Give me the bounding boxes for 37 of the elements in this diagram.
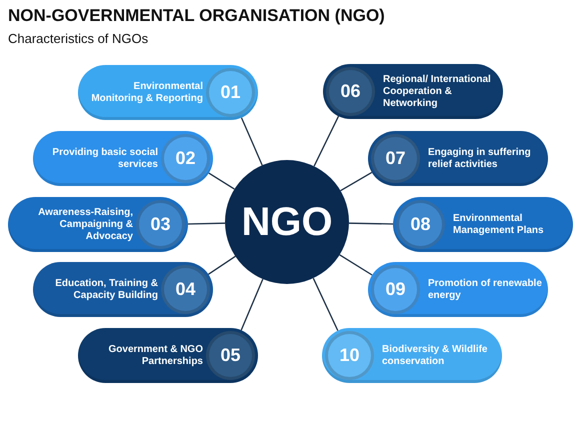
center-label: NGO xyxy=(241,200,333,244)
feature-text: Biodiversity & Wildlife conservation xyxy=(382,342,488,368)
number-badge: 01 xyxy=(206,68,255,117)
feature-text: Environmental Management Plans xyxy=(453,212,545,238)
connector-line xyxy=(340,172,372,192)
feature-text: Education, Training & Capacity Building xyxy=(54,276,158,302)
number-badge: 04 xyxy=(161,265,210,314)
number-badge: 09 xyxy=(371,265,420,314)
feature-pill xyxy=(33,262,213,317)
number-badge: 08 xyxy=(396,200,445,249)
subtitle: Characteristics of NGOs xyxy=(8,31,148,46)
number-badge: 07 xyxy=(371,134,420,183)
feature-pill xyxy=(33,131,213,186)
feature-text: Government & NGO Partnerships xyxy=(108,342,203,368)
feature-text: Environmental Monitoring & Reporting xyxy=(90,80,203,106)
connector-line xyxy=(240,278,264,330)
number-badge: 06 xyxy=(326,67,375,116)
number-badge: 03 xyxy=(136,200,185,249)
feature-pill xyxy=(368,262,548,317)
number-badge: 05 xyxy=(206,331,255,380)
connector-line xyxy=(208,172,235,190)
connector-line xyxy=(339,254,372,276)
title: NON-GOVERNMENTAL ORGANISATION (NGO) xyxy=(8,6,385,26)
number-badge: 10 xyxy=(325,331,374,380)
connector-line xyxy=(188,222,226,225)
connector-line xyxy=(240,117,263,166)
feature-text: Promotion of renewable energy xyxy=(428,276,542,302)
feature-text: Awareness-Raising, Campaigning & Advocacy xyxy=(37,206,133,244)
connector-line xyxy=(208,256,236,275)
feature-pill xyxy=(368,131,548,186)
feature-text: Providing basic social services xyxy=(51,146,158,172)
number-badge: 02 xyxy=(161,134,210,183)
feature-text: Regional/ International Cooperation & Networking xyxy=(383,72,492,110)
connector-line xyxy=(312,278,338,331)
connector-line xyxy=(314,116,340,166)
feature-text: Engaging in suffering relief activities xyxy=(428,146,532,172)
connector-line xyxy=(348,222,394,225)
